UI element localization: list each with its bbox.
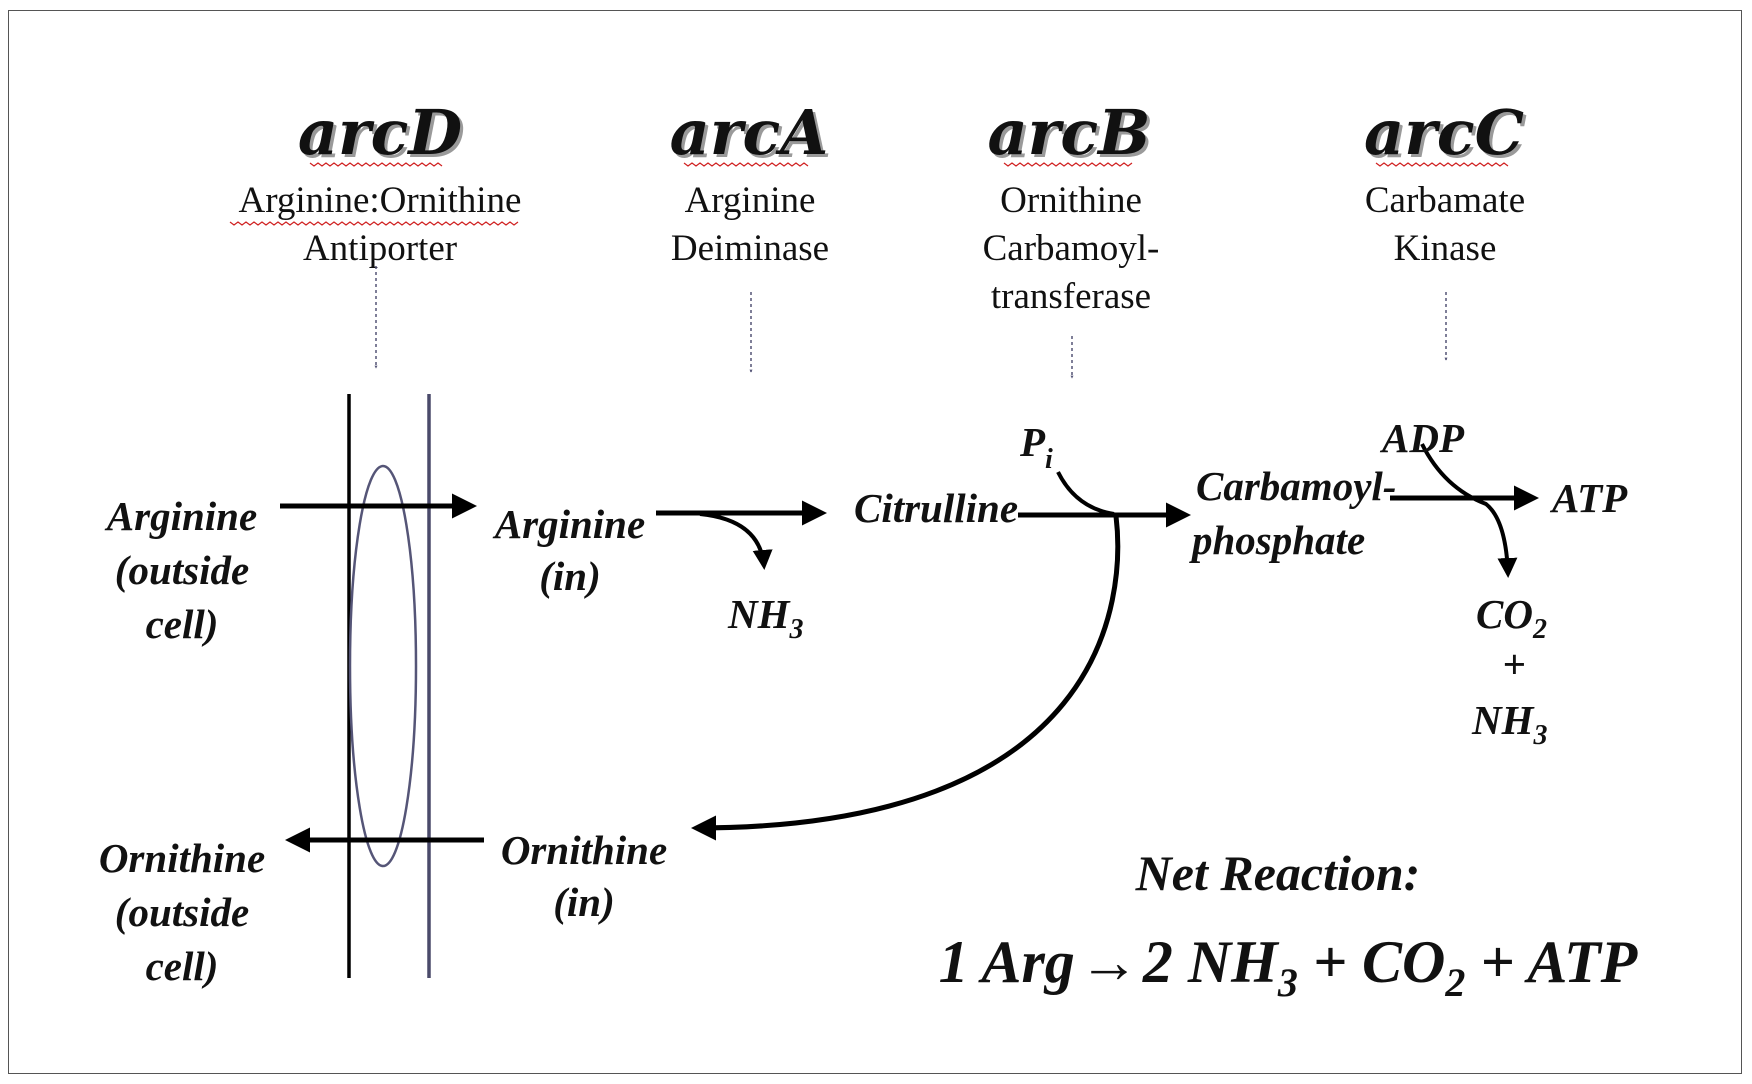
enzyme-arcD-line2: Antiporter <box>303 228 457 269</box>
pi-label: Pi <box>1019 419 1053 475</box>
spellcheck-squiggle <box>683 162 809 167</box>
net-reaction-title: Net Reaction: <box>1135 845 1421 901</box>
enzyme-arcB-line3: transferase <box>991 276 1151 317</box>
gene-arcA: arcA arcA <box>670 96 832 172</box>
gene-arcD: arcD arcD <box>298 96 466 172</box>
carbamoyl-phosphate-line2: phosphate <box>1189 517 1365 563</box>
enzyme-arcD-line1: Arginine:Ornithine <box>239 180 522 221</box>
ornithine-outside-line3: cell) <box>146 943 219 989</box>
arrow-pi-input <box>1056 471 1115 516</box>
nh3-label-arcA: NH3 <box>727 591 804 645</box>
spellcheck-squiggle <box>1003 162 1133 167</box>
gene-arcB: arcB arcB <box>988 96 1154 172</box>
arginine-outside-line2: (outside <box>115 547 249 593</box>
gene-label-arcC: arcC <box>1364 96 1524 169</box>
antiporter-ellipse <box>348 464 418 868</box>
arginine-outside-line1: Arginine <box>104 493 257 539</box>
arrow-co2-release <box>1420 443 1518 578</box>
svg-text:arcB: arcB <box>991 99 1154 172</box>
arrow-nh3-release <box>699 512 773 570</box>
carbamoyl-phosphate-line1: Carbamoyl- <box>1196 463 1396 509</box>
arrow-ornithine-return <box>691 515 1121 841</box>
arginine-in-line1: Arginine <box>492 501 645 547</box>
co2-label: CO2 <box>1476 591 1547 645</box>
plus-sign: + <box>1502 641 1525 687</box>
ornithine-in-line2: (in) <box>553 879 615 925</box>
atp-label: ATP <box>1549 475 1628 521</box>
adp-label: ADP <box>1379 415 1465 461</box>
citrulline-label: Citrulline <box>854 485 1018 531</box>
spellcheck-squiggle <box>229 221 519 226</box>
ornithine-outside-line1: Ornithine <box>99 835 265 881</box>
enzyme-arcB-line2: Carbamoyl- <box>983 228 1160 269</box>
spellcheck-squiggle <box>1375 162 1509 167</box>
ornithine-outside-line2: (outside <box>115 889 249 935</box>
svg-text:arcD: arcD <box>301 99 466 172</box>
nh3-label-arcC: NH3 <box>1471 697 1548 751</box>
ornithine-in-line1: Ornithine <box>501 827 667 873</box>
enzyme-arcC-line2: Kinase <box>1394 228 1497 269</box>
enzyme-arcA-line2: Deiminase <box>671 228 829 269</box>
gene-label-arcB: arcB <box>988 96 1151 169</box>
net-reaction-equation: 1 Arg → 2 NH3 + CO2 + ATP <box>939 929 1639 1005</box>
enzyme-arcA-line1: Arginine <box>685 180 816 221</box>
gene-label-arcA: arcA <box>670 96 829 169</box>
arginine-in-line2: (in) <box>539 553 601 599</box>
gene-label-arcD: arcD <box>298 96 463 169</box>
figure-frame <box>8 10 1742 1074</box>
arginine-outside-line3: cell) <box>146 601 219 647</box>
svg-text:arcA: arcA <box>673 99 832 172</box>
gene-arcC: arcC arcC <box>1364 96 1527 172</box>
svg-text:arcC: arcC <box>1367 99 1527 172</box>
spellcheck-squiggle <box>309 162 443 167</box>
enzyme-arcB-line1: Ornithine <box>1000 180 1142 221</box>
enzyme-arcC-line1: Carbamate <box>1365 180 1525 221</box>
